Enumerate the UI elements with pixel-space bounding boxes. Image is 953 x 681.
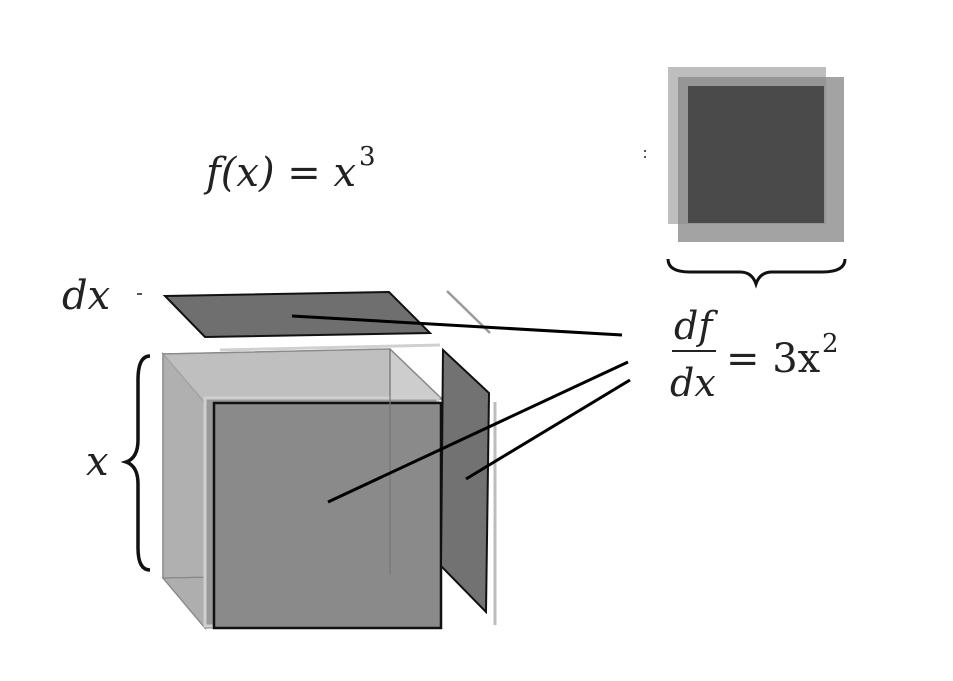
vertical-brace bbox=[120, 354, 151, 572]
pointer-line-top-slab bbox=[291, 314, 623, 337]
derivative-denominator: dx bbox=[670, 361, 716, 405]
function-equation-lhs: f(x) = x bbox=[203, 150, 356, 196]
derivative-numerator: df bbox=[674, 304, 718, 348]
top-slab bbox=[162, 290, 433, 339]
square-layer-front bbox=[688, 86, 824, 223]
stacked-squares bbox=[668, 67, 844, 242]
derivative-exponent: 2 bbox=[822, 329, 839, 359]
dx-label: dx bbox=[62, 273, 110, 319]
stray-dots bbox=[137, 150, 646, 295]
front-slab bbox=[212, 401, 443, 630]
derivative-equation: df dx = 3x 2 bbox=[670, 304, 839, 405]
pointer-line-front-slab bbox=[327, 360, 629, 504]
function-equation-exponent: 3 bbox=[359, 142, 376, 172]
horizontal-brace bbox=[666, 258, 847, 289]
side-slab bbox=[439, 347, 491, 615]
top-slab-shadow bbox=[219, 343, 441, 352]
x-label: x bbox=[86, 439, 109, 485]
function-equation: f(x) = x 3 bbox=[203, 142, 376, 196]
cube bbox=[161, 348, 444, 631]
pointer-lines bbox=[291, 314, 631, 504]
pointer-line-side-slab bbox=[465, 378, 631, 481]
derivative-rhs: = 3x bbox=[726, 336, 821, 382]
